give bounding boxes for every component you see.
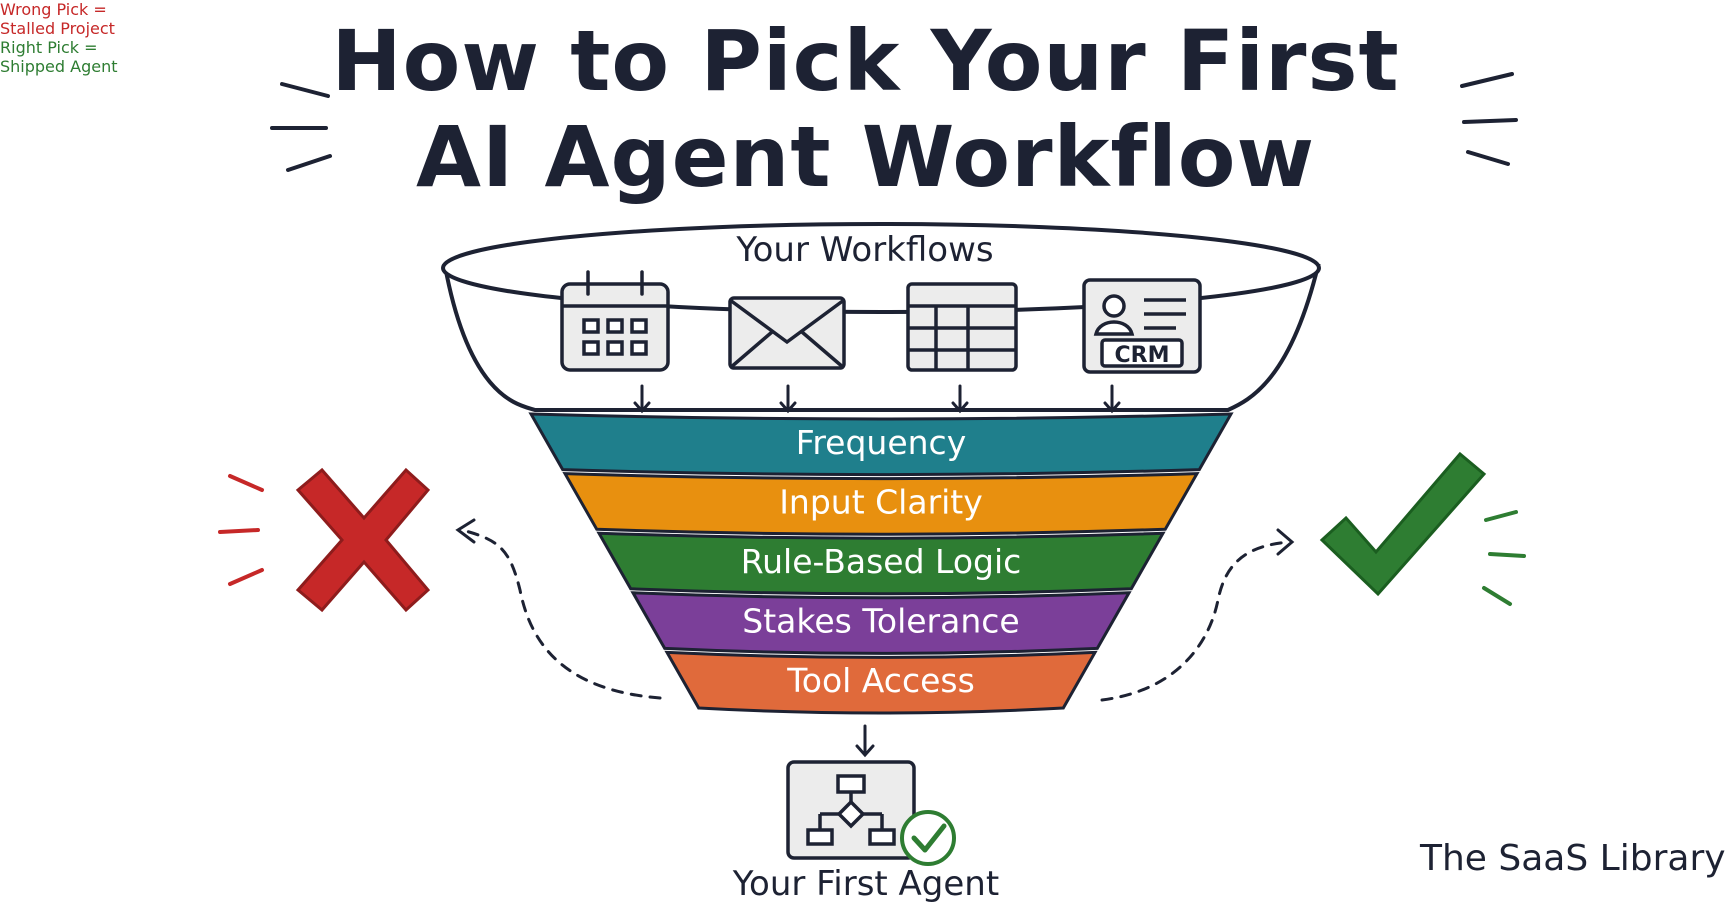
dashed-arrow-to-wrong-head — [455, 518, 476, 544]
wrong-emphasis-strokes — [218, 474, 264, 586]
right-pick-text: Right Pick = Shipped Agent — [0, 38, 340, 76]
title-emphasis-left — [270, 82, 332, 172]
right-pick-line-1: Right Pick = — [0, 38, 98, 57]
workflow-diagram-icon — [786, 760, 916, 860]
wrong-pick-line-2: Stalled Project — [0, 19, 115, 38]
mail-icon — [728, 296, 846, 370]
right-check-icon — [1319, 451, 1487, 597]
funnel-band-label-2: Input Clarity — [779, 482, 983, 521]
funnel-band-2 — [562, 472, 1200, 536]
wrong-pick-line-1: Wrong Pick = — [0, 0, 107, 19]
funnel-band-label-4: Stakes Tolerance — [742, 602, 1019, 641]
dashed-arrow-to-right — [1100, 540, 1292, 702]
funnel-band-label-5: Tool Access — [786, 661, 975, 700]
title-emphasis-right — [1460, 72, 1518, 166]
page-title-line-1: How to Pick Your First — [331, 12, 1400, 110]
crm-icon-label: CRM — [1115, 343, 1170, 368]
brand-label: The SaaS Library — [1420, 838, 1726, 879]
funnel-band-label-1: Frequency — [796, 423, 966, 462]
dashed-arrow-to-right-head — [1276, 528, 1295, 556]
funnel-band-1 — [528, 412, 1234, 477]
dashed-arrow-to-wrong — [460, 528, 662, 700]
funnel-output-arrow — [855, 724, 875, 758]
funnel-band-4 — [630, 591, 1132, 655]
crm-card-icon — [1082, 278, 1202, 374]
first-agent-label: Your First Agent — [732, 864, 1000, 904]
right-emphasis-strokes — [1482, 510, 1526, 606]
funnel-band-5 — [664, 650, 1098, 715]
check-circle-icon — [900, 810, 956, 866]
funnel-band-label-3: Rule-Based Logic — [741, 542, 1022, 581]
spreadsheet-icon — [906, 282, 1018, 372]
funnel-top-label: Your Workflows — [736, 230, 994, 270]
right-pick-line-2: Shipped Agent — [0, 57, 118, 76]
wrong-pick-text: Wrong Pick = Stalled Project — [0, 0, 320, 38]
icon-arrows — [633, 384, 1121, 414]
calendar-icon — [560, 270, 670, 372]
wrong-x-icon — [295, 467, 431, 613]
page-title-line-2: AI Agent Workflow — [415, 108, 1316, 206]
funnel-band-3 — [596, 531, 1166, 596]
